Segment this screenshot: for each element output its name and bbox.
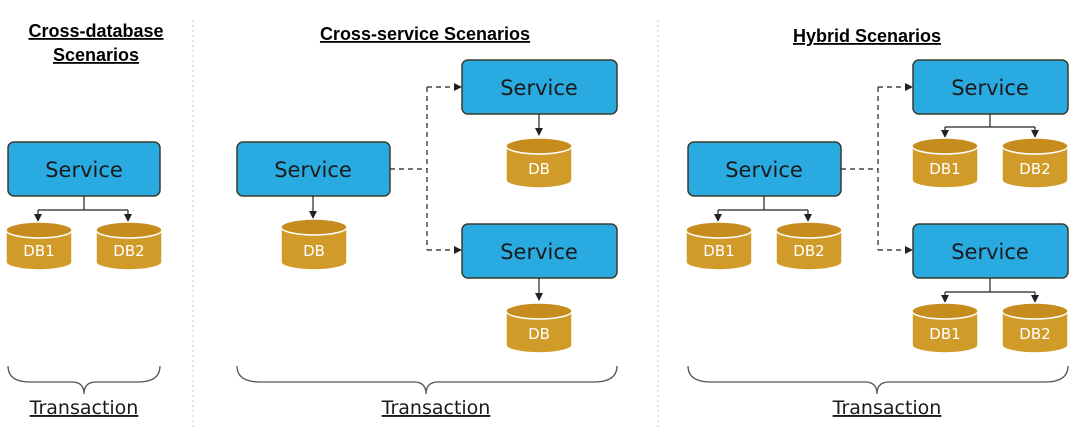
service-label: Service: [274, 158, 352, 182]
connector: [945, 278, 1035, 293]
database-label: DB1: [703, 242, 734, 260]
database-label: DB2: [1019, 160, 1050, 178]
transaction-label: Transaction: [29, 397, 139, 419]
database-node-db1: DB1: [911, 137, 979, 189]
panel-heading: Hybrid Scenarios: [793, 26, 941, 46]
panel-cross-database: Cross-database Scenarios Service DB1 DB2…: [5, 21, 164, 419]
panel-hybrid: Hybrid Scenarios Service DB1 DB2 Service: [685, 26, 1069, 419]
service-node-main: Service: [236, 141, 391, 197]
database-node-db2: DB2: [1001, 302, 1069, 354]
database-node-bottom: DB: [505, 302, 573, 354]
database-label: DB: [303, 242, 325, 260]
panel-heading-line2: Scenarios: [53, 45, 139, 65]
panel-heading-line1: Cross-database: [28, 21, 163, 41]
transaction-label: Transaction: [381, 397, 491, 419]
database-node-db2: DB2: [95, 221, 163, 271]
database-label: DB2: [113, 242, 144, 260]
database-node-top: DB: [505, 137, 573, 189]
database-node-db2: DB2: [775, 221, 843, 271]
service-node-main: Service: [687, 141, 842, 197]
service-label: Service: [45, 158, 123, 182]
service-node-bottom: Service: [461, 223, 618, 279]
dashed-connector: [841, 87, 879, 250]
connector: [718, 196, 808, 211]
service-label: Service: [725, 158, 803, 182]
database-label: DB1: [23, 242, 54, 260]
service-label: Service: [500, 76, 578, 100]
connector: [945, 114, 1035, 128]
database-node-db1: DB1: [685, 221, 753, 271]
database-node-db2: DB2: [1001, 137, 1069, 189]
panel-cross-service: Cross-service Scenarios Service DB Servi…: [236, 24, 618, 419]
database-node-db1: DB1: [5, 221, 73, 271]
panel-heading: Cross-service Scenarios: [320, 24, 530, 44]
database-label: DB1: [929, 325, 960, 343]
service-label: Service: [951, 240, 1029, 264]
database-label: DB1: [929, 160, 960, 178]
transaction-brace: [687, 365, 1069, 395]
transaction-brace: [7, 365, 161, 395]
service-node: Service: [7, 141, 161, 197]
service-node-top: Service: [912, 59, 1069, 115]
connector: [38, 196, 128, 211]
database-label: DB: [528, 160, 550, 178]
service-label: Service: [951, 76, 1029, 100]
database-node-main: DB: [280, 218, 348, 271]
service-node-bottom: Service: [912, 223, 1069, 279]
database-label: DB: [528, 325, 550, 343]
database-node-db1: DB1: [911, 302, 979, 354]
transaction-brace: [236, 365, 618, 395]
database-label: DB2: [793, 242, 824, 260]
database-label: DB2: [1019, 325, 1050, 343]
transaction-label: Transaction: [832, 397, 942, 419]
service-node-top: Service: [461, 59, 618, 115]
service-label: Service: [500, 240, 578, 264]
dashed-connector: [390, 87, 428, 250]
